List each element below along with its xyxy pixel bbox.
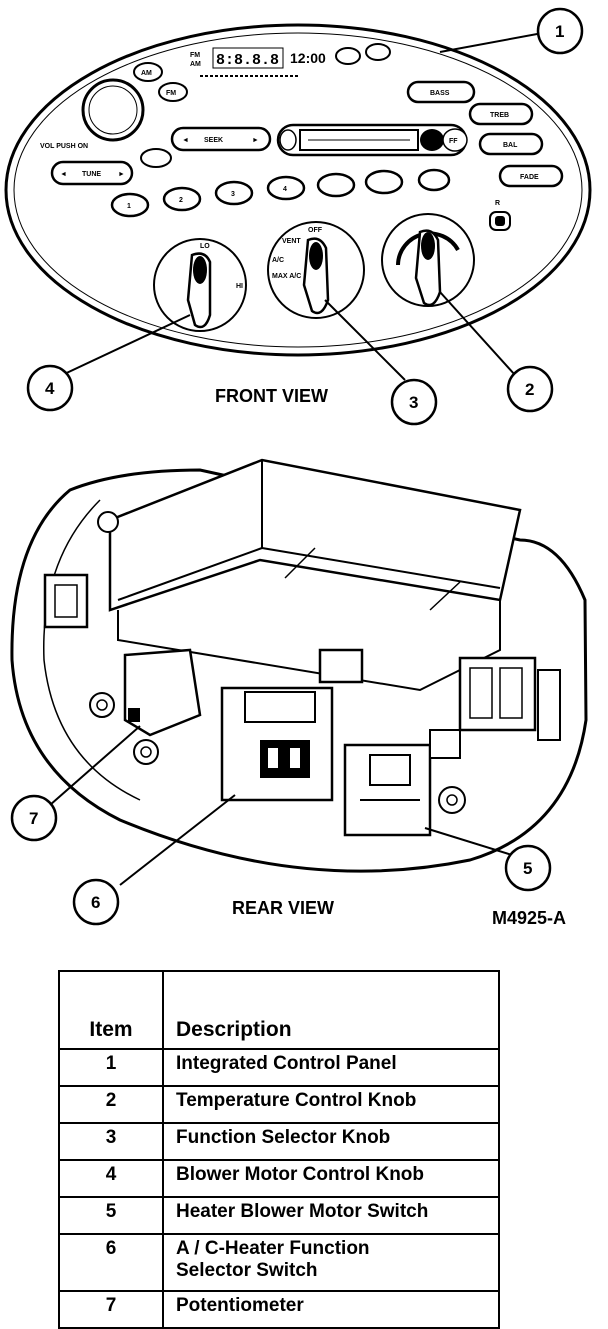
callout-2: 2	[506, 365, 554, 413]
svg-text:R: R	[495, 200, 500, 207]
svg-text:3: 3	[231, 191, 235, 198]
description-header: Description	[162, 970, 500, 1050]
legend-item: 1	[58, 1048, 164, 1087]
svg-text:►: ►	[118, 171, 125, 178]
electronics-box	[108, 458, 522, 692]
svg-text:6: 6	[91, 893, 100, 912]
recirc-switch: R	[489, 200, 511, 231]
svg-text:AM: AM	[141, 70, 152, 77]
switch-connector	[220, 686, 334, 802]
rear-view-housing: REAR VIEW M4925-A	[10, 458, 588, 928]
cassette-slot: FF	[276, 123, 468, 157]
svg-text:3: 3	[409, 393, 418, 412]
svg-text:1: 1	[555, 22, 564, 41]
legend-description: Integrated Control Panel	[162, 1048, 500, 1087]
item-header: Item	[58, 970, 164, 1050]
legend-description-line2: Selector Switch	[176, 1260, 318, 1281]
callout-3: 3	[390, 378, 438, 426]
preset-buttons: 1 2 3 4	[110, 168, 451, 218]
legend-item: 2	[58, 1085, 164, 1124]
bass-button	[406, 80, 476, 104]
clock-readout: 12:00	[290, 50, 326, 66]
svg-text:2: 2	[525, 380, 534, 399]
svg-text:4: 4	[283, 186, 287, 193]
legend-table: Item Description 1 Integrated Control Pa…	[58, 970, 500, 1329]
rear-view-label: REAR VIEW	[232, 898, 334, 918]
figure-code: M4925-A	[492, 908, 566, 928]
svg-text:◄: ◄	[182, 137, 189, 144]
blower-knob: LO HI	[153, 238, 247, 332]
legend-item: 7	[58, 1290, 164, 1329]
svg-text:1: 1	[127, 203, 131, 210]
svg-text:►: ►	[252, 137, 259, 144]
legend-header-row: Item Description	[58, 970, 500, 1050]
legend-description-line1: A / C-Heater Function	[176, 1238, 370, 1259]
callout-1: 1	[536, 7, 584, 55]
legend-description: Potentiometer	[162, 1290, 500, 1329]
bal-button	[478, 132, 544, 156]
legend-description: Temperature Control Knob	[162, 1085, 500, 1124]
svg-text:MAX A/C: MAX A/C	[272, 273, 301, 280]
am-button	[133, 62, 163, 82]
svg-text:SEEK: SEEK	[204, 137, 223, 144]
legend-item: 6	[58, 1233, 164, 1292]
legend-description: Heater Blower Motor Switch	[162, 1196, 500, 1235]
svg-text:OFF: OFF	[308, 227, 323, 234]
legend-item: 5	[58, 1196, 164, 1235]
callout-7: 7	[10, 794, 58, 842]
svg-text:◄: ◄	[60, 171, 67, 178]
legend-description: Function Selector Knob	[162, 1122, 500, 1161]
front-view-panel: 8:8.8.8 12:00 FM AM VOL PUSH ON AM FM SE…	[4, 23, 592, 406]
svg-text:A/C: A/C	[272, 257, 284, 264]
temperature-knob	[381, 213, 475, 307]
seek-button	[170, 126, 272, 152]
svg-text:2: 2	[179, 197, 183, 204]
treb-button	[468, 102, 534, 126]
legend-description: A / C-Heater Function Selector Switch	[162, 1233, 500, 1292]
legend-row: 6 A / C-Heater Function Selector Switch	[58, 1233, 500, 1292]
legend-row: 3 Function Selector Knob	[58, 1122, 500, 1161]
svg-text:VENT: VENT	[282, 238, 301, 245]
svg-text:AM: AM	[190, 61, 201, 68]
legend-row: 2 Temperature Control Knob	[58, 1085, 500, 1124]
svg-text:4: 4	[45, 379, 55, 398]
svg-text:FM: FM	[166, 90, 176, 97]
potentiometer	[123, 648, 202, 737]
fade-button	[498, 164, 564, 188]
svg-text:TREB: TREB	[490, 112, 509, 119]
legend-description: Blower Motor Control Knob	[162, 1159, 500, 1198]
function-knob: OFF VENT A/C MAX A/C	[267, 221, 365, 319]
svg-text:7: 7	[29, 809, 38, 828]
callout-5: 5	[504, 844, 552, 892]
legend-item: 4	[58, 1159, 164, 1198]
front-view-label: FRONT VIEW	[215, 386, 328, 406]
blower-switch	[343, 743, 432, 837]
svg-text:8:8.8.8: 8:8.8.8	[216, 52, 279, 69]
svg-text:BAL: BAL	[503, 142, 518, 149]
callout-4: 4	[26, 364, 74, 412]
legend-row: 7 Potentiometer	[58, 1290, 500, 1329]
svg-text:5: 5	[523, 859, 532, 878]
legend-row: 5 Heater Blower Motor Switch	[58, 1196, 500, 1235]
svg-text:FM: FM	[190, 52, 200, 59]
tune-button	[50, 160, 134, 186]
legend-row: 1 Integrated Control Panel	[58, 1048, 500, 1087]
legend-row: 4 Blower Motor Control Knob	[58, 1159, 500, 1198]
callout-6: 6	[72, 878, 120, 926]
control-panel-diagram: 8:8.8.8 12:00 FM AM VOL PUSH ON AM FM SE…	[4, 7, 592, 928]
svg-text:VOL PUSH ON: VOL PUSH ON	[40, 143, 88, 150]
svg-text:HI: HI	[236, 283, 243, 290]
svg-text:FADE: FADE	[520, 174, 539, 181]
svg-text:BASS: BASS	[430, 90, 450, 97]
svg-text:LO: LO	[200, 243, 210, 250]
svg-text:FF: FF	[449, 138, 458, 145]
volume-knob	[81, 78, 145, 142]
fm-button	[158, 82, 188, 102]
legend-item: 3	[58, 1122, 164, 1161]
svg-text:TUNE: TUNE	[82, 171, 101, 178]
radio-display: 8:8.8.8 12:00 FM AM	[190, 47, 326, 77]
right-bracket	[458, 656, 561, 741]
